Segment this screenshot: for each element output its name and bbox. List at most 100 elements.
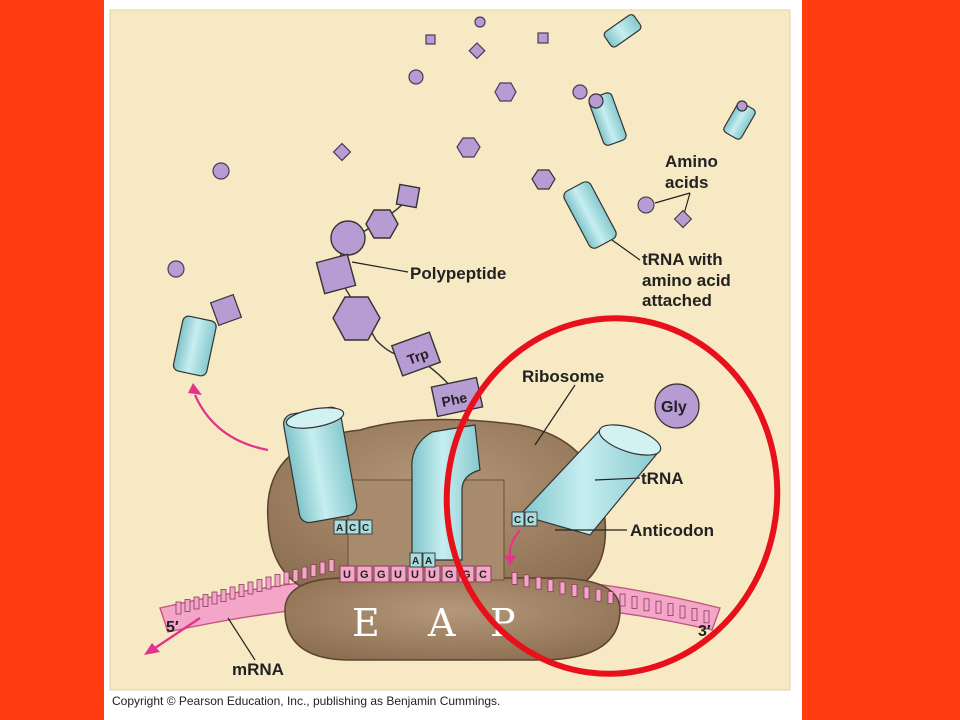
mrna-base-tooth (691, 608, 698, 621)
amino-acid-hexagon (531, 169, 556, 190)
e-site-anticodon-base-box (333, 519, 347, 535)
a-site-label: A (427, 601, 456, 645)
mrna-base-tooth (511, 572, 518, 585)
codon-base: U (428, 569, 436, 581)
amino-acid-hexagon (365, 209, 399, 239)
codon-base-box (356, 565, 373, 583)
a-site-anticodon-base-box (511, 511, 525, 527)
trna-a-site (518, 424, 662, 536)
mrna-base-tooth (547, 579, 554, 592)
mrna-base-tooth (184, 599, 191, 612)
trna-aa-label-line3: attached (642, 291, 712, 310)
mrna-base-tooth (535, 576, 542, 590)
amino-acid-square (395, 183, 421, 209)
trna-with-amino-acid (563, 181, 617, 249)
p-site-anticodon-base: A (425, 556, 432, 567)
codon-base: U (394, 569, 402, 581)
a-site-anticodon-base: C (514, 515, 521, 526)
trp-amino-acid (390, 331, 442, 377)
trna-e-site (282, 406, 358, 524)
phe-label: Phe (440, 389, 469, 410)
exit-arrow (193, 394, 269, 452)
mrna-base-tooth (229, 586, 236, 600)
mrna-label: mRNA (232, 660, 284, 679)
mrna-base-tooth (328, 559, 335, 572)
trp-label: Trp (405, 345, 431, 367)
amino-acid-circle (736, 100, 748, 112)
mrna-base-tooth (247, 581, 254, 595)
trna-molecule (603, 14, 642, 48)
amino-acid-circle (474, 16, 486, 28)
trna-molecule (723, 102, 756, 140)
amino-acid-hexagon (332, 296, 381, 341)
codon-base-box (373, 565, 390, 583)
codon-base: G (462, 569, 471, 581)
free-amino-acids (167, 16, 588, 278)
mrna-base-tooth (559, 581, 566, 595)
mrna-base-tooth (523, 574, 530, 588)
codon-base: U (411, 569, 419, 581)
five-prime-label: 5′ (166, 619, 179, 636)
amino-acid-hexagon (494, 82, 517, 102)
mrna-base-tooth (583, 586, 590, 600)
e-site-label: E (352, 601, 380, 645)
amino-acid-square (315, 253, 357, 295)
mrna-base-tooth (643, 598, 650, 612)
mrna-base-tooth (310, 564, 317, 577)
mrna-base-tooth (667, 603, 674, 616)
exiting-trna (172, 293, 243, 377)
amino-acid-square (425, 34, 436, 45)
anticodon-label: Anticodon (630, 521, 714, 540)
amino-acid-circle (408, 69, 424, 85)
codon-base: C (479, 569, 487, 581)
mrna-base-tooth (175, 601, 182, 615)
amino-acid-square (209, 293, 243, 327)
amino-acid-circle (588, 93, 604, 109)
highlight-circle (443, 315, 781, 677)
polypeptide-chain: Trp Phe (315, 183, 484, 431)
entry-arrow-head (504, 555, 516, 566)
polypeptide-label: Polypeptide (410, 264, 506, 283)
codon-base: G (360, 569, 369, 581)
mrna-base-tooth (283, 571, 290, 585)
amino-acid-diamond (332, 142, 352, 162)
e-site-anticodon-base-box (359, 519, 373, 535)
amino-acid-circle (212, 162, 230, 180)
mrna-base-tooth (292, 569, 299, 582)
amino-acids-label-line1: Amino (665, 152, 718, 171)
codon-base: G (377, 569, 386, 581)
e-site-anticodon-base: C (349, 523, 356, 534)
amino-acid-diamond (468, 42, 486, 60)
p-site-anticodon-base-box (422, 552, 436, 568)
codon-base-box (475, 565, 492, 583)
codon-base-box (441, 565, 458, 583)
codon-base-box (390, 565, 407, 583)
codon-base-box (339, 565, 356, 583)
p-site-anticodon-base: A (412, 556, 419, 567)
trna-aa-label-line1: tRNA with (642, 250, 723, 269)
mrna-base-tooth (619, 593, 626, 607)
mrna-base-tooth (238, 584, 245, 597)
mrna-base-tooth (202, 594, 209, 607)
amino-acid-circle (572, 84, 588, 100)
amino-acid-circle (330, 220, 366, 256)
gly-amino-acid (654, 383, 700, 429)
free-trna-group (531, 14, 756, 249)
mrna-base-tooth (571, 584, 578, 597)
e-site-anticodon-base: C (362, 523, 369, 534)
exit-arrow-head (188, 383, 202, 395)
mrna-base-tooth (319, 561, 326, 575)
amino-acid-diamond (673, 209, 693, 229)
codon-base: U (343, 569, 351, 581)
codon-base: G (445, 569, 454, 581)
a-site-anticodon-base: C (527, 515, 534, 526)
p-site-anticodon-base-box (409, 552, 423, 568)
mrna-base-tooth (256, 579, 263, 592)
mrna-base-tooth (193, 596, 200, 610)
amino-acid-square (537, 32, 549, 44)
mrna-base-tooth (220, 589, 227, 602)
copyright-text: Copyright © Pearson Education, Inc., pub… (112, 694, 501, 708)
trna-with-amino-acid-callout: tRNA with amino acid attached (611, 239, 731, 310)
